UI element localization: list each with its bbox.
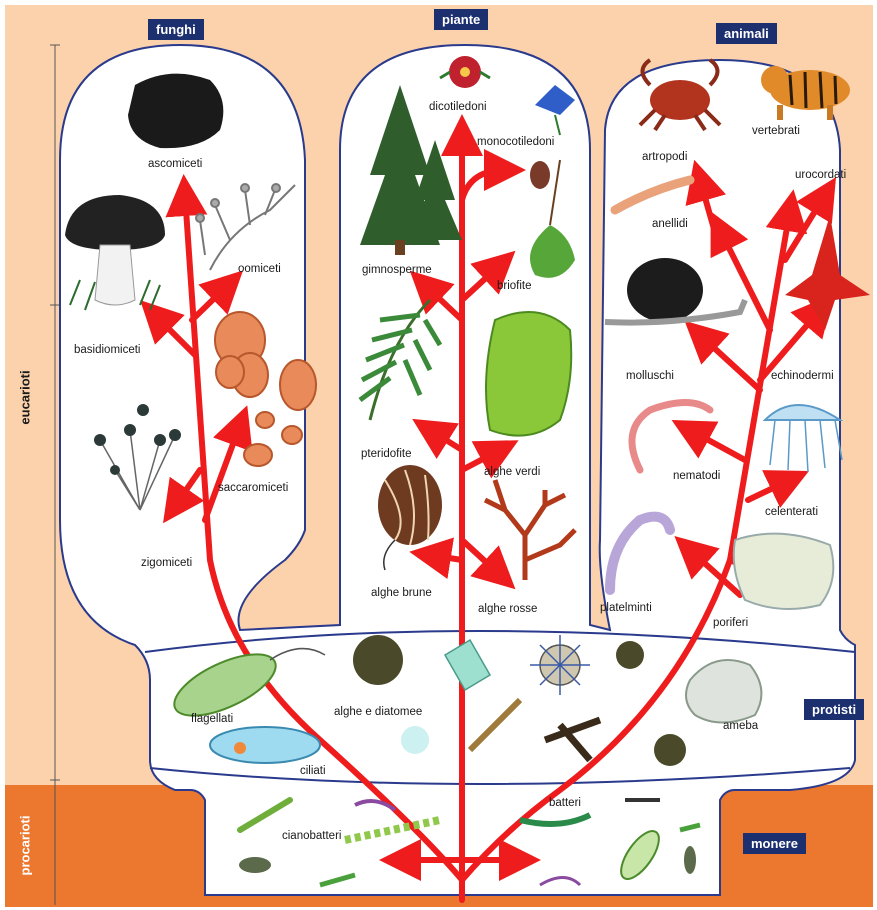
label-briofite: briofite: [497, 280, 532, 293]
sponge-icon: [734, 534, 834, 609]
label-ascomiceti: ascomiceti: [148, 158, 202, 171]
green-alga-icon: [486, 312, 571, 436]
ascomycete-icon: [128, 74, 223, 149]
label-saccaromiceti: saccaromiceti: [218, 482, 288, 495]
label-alghe-verdi: alghe verdi: [484, 466, 540, 479]
kingdom-label-monere: monere: [743, 833, 806, 854]
kingdom-label-protisti: protisti: [804, 699, 864, 720]
label-basidiomiceti: basidiomiceti: [74, 344, 140, 357]
label-monocotiledoni: monocotiledoni: [477, 136, 554, 149]
ciliate-icon: [210, 727, 320, 763]
kingdom-label-piante: piante: [434, 9, 488, 30]
label-urocordati: urocordati: [795, 169, 846, 182]
label-echinodermi: echinodermi: [771, 370, 834, 383]
label-nematodi: nematodi: [673, 470, 720, 483]
label-batteri: batteri: [549, 797, 581, 810]
label-cianobatteri: cianobatteri: [282, 830, 341, 843]
label-flagellati: flagellati: [191, 713, 233, 726]
label-gimnosperme: gimnosperme: [362, 264, 432, 277]
label-poriferi: poriferi: [713, 617, 748, 630]
label-artropodi: artropodi: [642, 151, 687, 164]
label-pteridofite: pteridofite: [361, 448, 412, 461]
domain-label-eucarioti: eucarioti: [18, 353, 33, 443]
domain-label-procarioti: procarioti: [18, 798, 33, 894]
label-anellidi: anellidi: [652, 218, 688, 231]
kingdom-label-animali: animali: [716, 23, 777, 44]
label-molluschi: molluschi: [626, 370, 674, 383]
label-ameba: ameba: [723, 720, 758, 733]
label-platelminti: platelminti: [600, 602, 652, 615]
label-celenterati: celenterati: [765, 506, 818, 519]
label-zigomiceti: zigomiceti: [141, 557, 192, 570]
label-dicotiledoni: dicotiledoni: [429, 101, 487, 114]
label-alghe-rosse: alghe rosse: [478, 603, 537, 616]
label-oomiceti: oomiceti: [238, 263, 281, 276]
kingdom-label-funghi: funghi: [148, 19, 204, 40]
label-ciliati: ciliati: [300, 765, 326, 778]
kingdom-outline: [60, 45, 855, 895]
label-alghe-diatomee: alghe e diatomee: [334, 706, 422, 719]
label-vertebrati: vertebrati: [752, 125, 800, 138]
label-alghe-brune: alghe brune: [371, 587, 432, 600]
